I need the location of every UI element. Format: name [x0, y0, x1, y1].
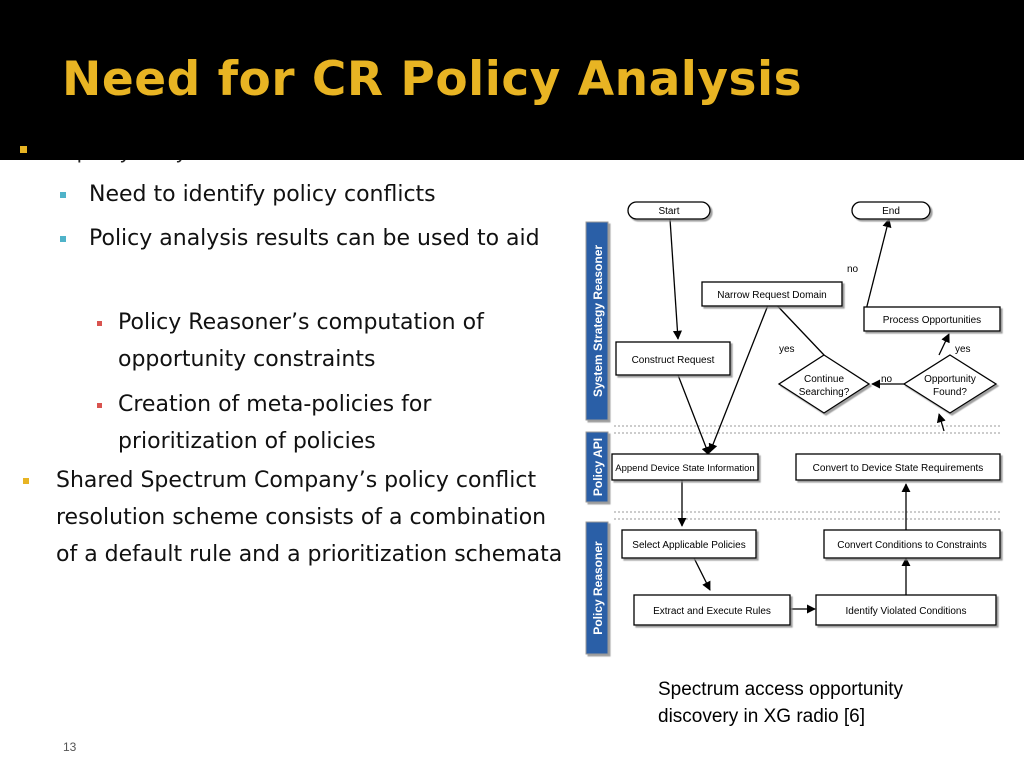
svg-text:Convert to Device State Requir: Convert to Device State Requirements: [813, 463, 984, 474]
svg-text:Opportunity: Opportunity: [924, 374, 976, 385]
lane-label: Policy Reasoner: [591, 541, 605, 635]
lane-label: Policy API: [591, 438, 605, 496]
slide-title: Need for CR Policy Analysis: [62, 52, 803, 107]
bullet-meta-policies: Creation of meta-policies for prioritiza…: [118, 392, 432, 454]
title-bar: Need for CR Policy Analysis: [0, 0, 1024, 160]
lane-policy-api: Policy API: [585, 431, 609, 503]
bullet-marker: [23, 478, 29, 484]
svg-text:Select Applicable Policies: Select Applicable Policies: [632, 540, 745, 551]
edge-label-no: no: [881, 374, 893, 385]
node-construct-request: Construct Request: [615, 341, 731, 376]
bullet-marker: [60, 236, 66, 242]
node-select-applicable-policies: Select Applicable Policies: [621, 529, 757, 559]
edge-label-yes: yes: [955, 344, 971, 355]
svg-text:Append Device State Informatio: Append Device State Information: [615, 463, 754, 474]
diagram-caption: Spectrum access opportunity discovery in…: [658, 676, 978, 730]
node-opportunity-found: Opportunity Found?: [902, 354, 998, 414]
bullet-need-identify: Need to identify policy conflicts: [89, 182, 436, 207]
node-end: End: [851, 201, 931, 220]
svg-text:Identify Violated Conditions: Identify Violated Conditions: [845, 606, 966, 617]
node-continue-searching: Continue Searching?: [777, 354, 871, 414]
slide-number: 13: [63, 740, 77, 754]
lane-label: System Strategy Reasoner: [591, 245, 605, 397]
node-convert-device-state: Convert to Device State Requirements: [795, 453, 1001, 481]
bullet-analysis-results: Policy analysis results can be used to a…: [89, 226, 540, 251]
svg-text:Narrow Request Domain: Narrow Request Domain: [717, 290, 827, 301]
node-process-opportunities: Process Opportunities: [863, 306, 1001, 332]
bullet-marker: [60, 192, 66, 198]
node-narrow-request-domain: Narrow Request Domain: [701, 281, 843, 307]
lane-policy-reasoner: Policy Reasoner: [585, 521, 609, 655]
svg-text:Construct Request: Construct Request: [632, 355, 715, 366]
node-convert-conditions: Convert Conditions to Constraints: [823, 529, 1001, 559]
flowchart-diagram: System Strategy Reasoner Policy API Poli…: [585, 201, 1002, 655]
svg-text:Process Opportunities: Process Opportunities: [883, 315, 981, 326]
node-start: Start: [627, 201, 711, 220]
node-append-device-state: Append Device State Information: [611, 453, 759, 481]
svg-text:End: End: [882, 206, 900, 217]
caption-line: Spectrum access opportunity: [658, 679, 904, 700]
flowchart-edges: [669, 218, 950, 614]
svg-text:Continue: Continue: [804, 374, 844, 385]
bullet-marker: [97, 321, 102, 326]
edge-label-yes: yes: [779, 344, 795, 355]
caption-line: discovery in XG radio [6]: [658, 706, 865, 727]
svg-text:Searching?: Searching?: [799, 387, 850, 398]
bullet-policy-reasoner: Policy Reasoner’s computation of opportu…: [118, 310, 484, 372]
bullet-marker: [97, 403, 102, 408]
svg-text:Start: Start: [658, 206, 679, 217]
edge-label-no: no: [847, 264, 859, 275]
bullet-shared-spectrum: Shared Spectrum Company’s policy conflic…: [56, 468, 563, 567]
svg-text:Found?: Found?: [933, 387, 967, 398]
node-identify-violated-conditions: Identify Violated Conditions: [815, 594, 997, 626]
node-extract-execute-rules: Extract and Execute Rules: [633, 594, 791, 626]
svg-text:Convert Conditions to Constrai: Convert Conditions to Constraints: [837, 540, 987, 551]
bullet-marker-hidden: [20, 146, 27, 153]
svg-text:Extract and Execute Rules: Extract and Execute Rules: [653, 606, 771, 617]
lane-system-strategy-reasoner: System Strategy Reasoner: [585, 221, 609, 421]
